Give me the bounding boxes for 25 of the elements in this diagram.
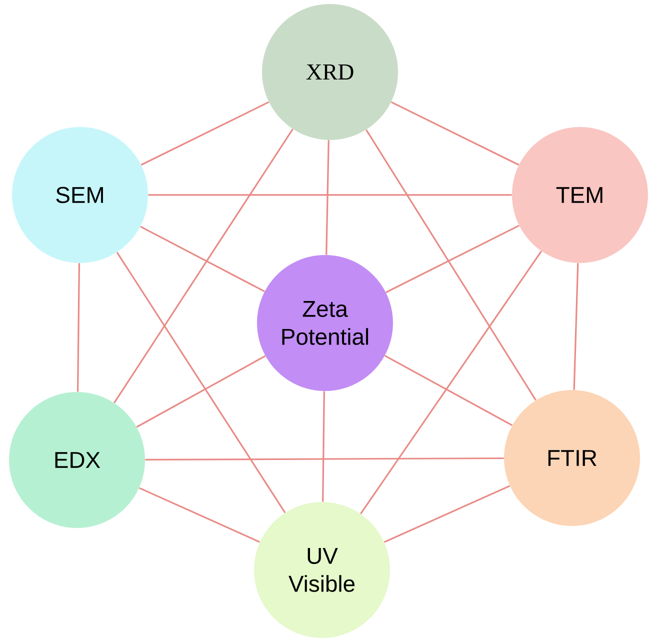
circle-node: TEM	[512, 126, 648, 263]
connector-line	[384, 485, 510, 543]
connector-line	[384, 354, 513, 426]
connector-line	[390, 101, 520, 166]
connector-line	[573, 263, 579, 390]
connector-line	[76, 263, 80, 392]
connector-line	[138, 487, 260, 543]
connector-line	[326, 140, 330, 255]
connector-line	[136, 355, 266, 428]
circle-node: FTIR	[504, 390, 640, 526]
connector-line	[140, 226, 265, 292]
circle-node: UV Visible	[254, 502, 390, 638]
connector-line	[148, 194, 512, 196]
circle-node: SEM	[12, 126, 148, 263]
connector-line	[360, 250, 542, 514]
connector-line	[114, 128, 294, 404]
connector-line	[140, 101, 270, 166]
circle-node: EDX	[9, 392, 145, 528]
connector-line	[145, 457, 504, 460]
connector-line	[322, 391, 325, 502]
connector-line	[366, 129, 536, 401]
circle-node: XRD	[262, 4, 398, 140]
connector-line	[386, 224, 520, 294]
circle-node: Zeta Potential	[257, 254, 393, 391]
connector-line	[116, 252, 286, 514]
